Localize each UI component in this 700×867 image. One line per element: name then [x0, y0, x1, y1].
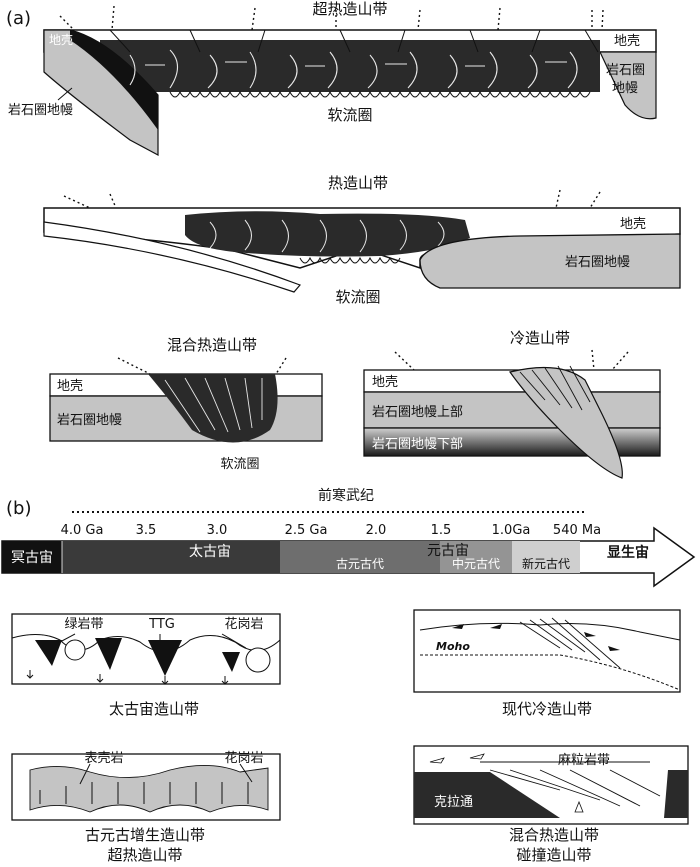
cold-lith-upper-label: 岩石圈地幔上部 — [372, 405, 463, 420]
eon-archean-label: 太古宙 — [189, 544, 231, 560]
hot-crust-label: 地壳 — [620, 217, 646, 232]
tick-1.0: 1.0Ga — [492, 523, 531, 538]
hot-lith-label: 岩石圈地幔 — [565, 255, 630, 270]
ultra-hot-crust-right-label: 地壳 — [614, 34, 640, 49]
ultra-hot-dark-body — [100, 40, 600, 92]
ultra-hot-title: 超热造山带 — [312, 0, 387, 18]
timeline-arrow — [1, 526, 696, 588]
mixed-title: 混合热造山带 — [167, 336, 257, 354]
era-meso — [440, 541, 512, 573]
ultra-hot-pointer — [57, 87, 73, 101]
eon-archean — [62, 541, 280, 573]
era-meso-label: 中元古代 — [452, 556, 500, 571]
hot-orogen: 热造山带 地壳 岩石圈地幔 软流圈 — [43, 174, 681, 306]
panel-a-label: (a) — [6, 8, 31, 29]
tick-1.5: 1.5 — [431, 523, 452, 538]
era-neo — [512, 541, 580, 573]
cold-lith-lower-label: 岩石圈地幔下部 — [372, 437, 463, 452]
mixed-hot-caption-1: 混合热造山带 — [509, 826, 599, 844]
mixed-crust-label: 地壳 — [57, 379, 83, 394]
cold-crust-label: 地壳 — [372, 375, 398, 390]
precambrian-label: 前寒武纪 — [318, 487, 374, 504]
tick-4.0: 4.0 Ga — [61, 523, 104, 538]
ultra-hot-lith-right-label-2: 地幔 — [612, 81, 638, 96]
paleo-orogen-caption-2: 超热造山带 — [107, 846, 182, 864]
panel-b-label: (b) — [6, 498, 31, 519]
paleo-granite-label: 花岗岩 — [224, 750, 263, 766]
modern-cold-sketch: Moho 现代冷造山带 — [413, 609, 681, 718]
tick-3.5: 3.5 — [136, 523, 157, 538]
tick-labels: 4.0 Ga 3.5 3.0 2.5 Ga 2.0 1.5 1.0Ga 540 … — [61, 523, 602, 538]
ttg-label: TTG — [148, 617, 175, 632]
mixed-hot-caption-2: 碰撞造山带 — [516, 846, 591, 864]
tick-3.0: 3.0 — [207, 523, 228, 538]
ultra-hot-lith-right — [599, 51, 657, 120]
archean-granite-label: 花岗岩 — [224, 616, 263, 632]
mixed-hot-sketch: 麻粒岩带 克拉通 混合热造山带 碰撞造山带 — [413, 745, 689, 864]
hot-title: 热造山带 — [328, 174, 388, 192]
paleo-orogen-caption-1: 古元古增生造山带 — [85, 826, 205, 844]
mixed-orogen: 混合热造山带 地壳 岩石圈地幔 软流圈 — [49, 336, 323, 472]
eon-hadean-label: 冥古宙 — [11, 550, 53, 566]
archean-orogen-caption: 太古宙造山带 — [109, 700, 199, 718]
mixed-astheno-label: 软流圈 — [220, 457, 259, 472]
craton-label: 克拉通 — [434, 795, 473, 810]
tick-2.0: 2.0 — [366, 523, 387, 538]
cold-orogen: 冷造山带 地壳 岩石圈地幔上部 岩石圈地幔下部 — [363, 329, 661, 479]
supracrustal-label: 表壳岩 — [84, 751, 123, 766]
ultra-hot-astheno-label: 软流圈 — [327, 106, 372, 124]
era-paleo-label: 古元古代 — [336, 556, 384, 571]
archean-orogen-sketch: 绿岩带 TTG 花岗岩 太古宙造山带 — [11, 613, 281, 718]
mixed-dark-body — [148, 374, 278, 443]
eon-phanerozoic-label: 显生宙 — [607, 544, 649, 561]
tick-540: 540 Ma — [553, 523, 601, 538]
hot-lith — [419, 233, 681, 289]
ultra-hot-orogen: 超热造山带 地壳 地壳 岩石圈 — [8, 0, 657, 157]
cold-title: 冷造山带 — [510, 329, 570, 347]
modern-cold-caption: 现代冷造山带 — [502, 700, 592, 718]
hot-dark-body — [185, 211, 470, 257]
eon-proterozoic-label: 元古宙 — [427, 543, 469, 559]
cold-slab — [508, 366, 623, 479]
ultra-hot-slab-dark — [70, 30, 158, 130]
mixed-lith-label: 岩石圈地幔 — [57, 413, 122, 428]
cold-lith-upper — [363, 391, 661, 429]
greenstone-label: 绿岩带 — [64, 617, 103, 632]
ultra-hot-lith-left-label: 岩石圈地幔 — [8, 103, 73, 118]
era-paleo — [280, 541, 440, 573]
tick-2.5: 2.5 Ga — [285, 523, 328, 538]
paleo-orogen-sketch: 表壳岩 花岗岩 古元古增生造山带 超热造山带 — [11, 750, 281, 864]
hot-slab — [43, 221, 302, 293]
hot-astheno-label: 软流圈 — [335, 288, 380, 306]
moho-label: Moho — [436, 640, 470, 653]
granulite-label: 麻粒岩带 — [558, 753, 610, 768]
eon-hadean — [2, 541, 62, 573]
era-neo-label: 新元古代 — [522, 556, 570, 571]
ultra-hot-crust-left-label: 地壳 — [49, 33, 73, 47]
ultra-hot-lith-right-label-1: 岩石圈 — [606, 63, 645, 78]
